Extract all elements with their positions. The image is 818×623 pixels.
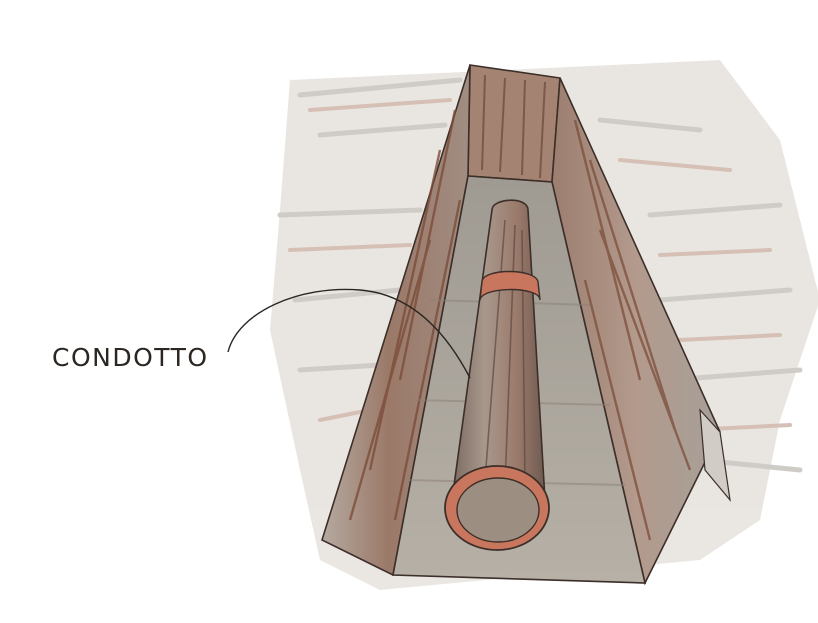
trench-back-wall <box>468 65 560 182</box>
pipe-label: CONDOTTO <box>52 343 209 372</box>
